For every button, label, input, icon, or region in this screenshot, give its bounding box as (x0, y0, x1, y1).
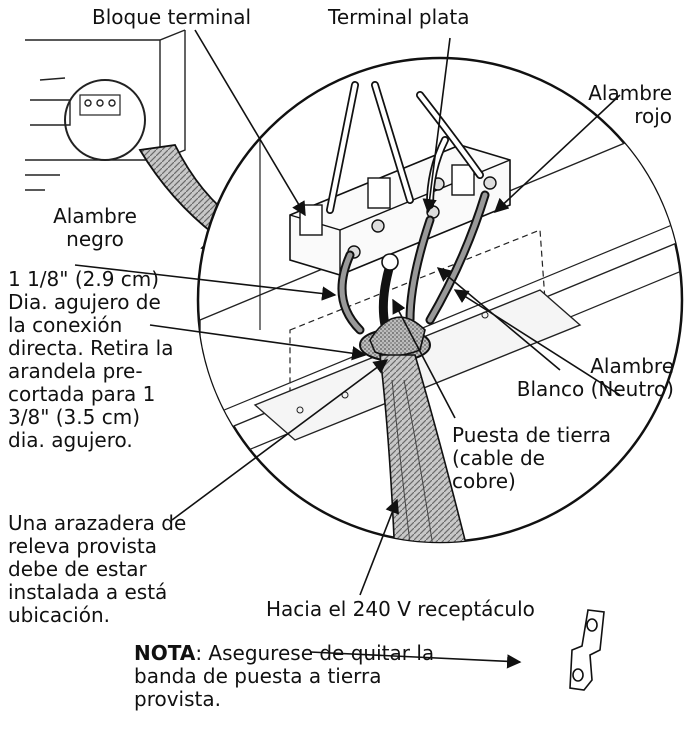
black-wire-label-line-2: negro (66, 227, 124, 251)
white-wire-label: Alambre Blanco (Neutro) (484, 355, 674, 401)
ground-wire-line-2: (cable de (452, 446, 545, 470)
knockout-hole-line-7: 3/8" (3.5 cm) (8, 405, 140, 429)
detail-circle (196, 56, 684, 544)
note-line-2: banda de puesta a tierra (134, 664, 382, 688)
knockout-hole-line-1: 1 1/8" (2.9 cm) (8, 267, 160, 291)
note-line-3: provista. (134, 687, 221, 711)
knockout-hole-line-8: dia. agujero. (8, 428, 133, 452)
knockout-hole-line-2: Dia. agujero de (8, 290, 161, 314)
silver-terminal-label: Terminal plata (328, 5, 470, 29)
knockout-hole-line-3: la conexión (8, 313, 123, 337)
red-wire-label: Alambre rojo (560, 82, 672, 128)
note-bold: NOTA (134, 641, 196, 665)
strain-relief-line-3: debe de estar (8, 557, 147, 581)
red-wire-label-line-2: rojo (634, 104, 672, 128)
note-line-1-text: : Asegurese de quitar la (195, 641, 435, 665)
note-line-1: NOTA: Asegurese de quitar la (134, 642, 434, 665)
leader-lines (74, 29, 621, 669)
knockout-hole-line-6: cortada para 1 (8, 382, 156, 406)
black-wire-label: Alambre negro (40, 205, 150, 251)
white-wire-label-line-2: Blanco (Neutro) (516, 377, 674, 401)
strain-relief-label: Una arazadera de releva provista debe de… (8, 512, 186, 627)
appliance-thumbnail (25, 29, 186, 191)
strain-relief-line-1: Una arazadera de (8, 511, 187, 535)
strain-relief-line-2: releva provista (8, 534, 158, 558)
knockout-hole-line-5: arandela pre- (8, 359, 143, 383)
strain-relief-line-4: instalada a está (8, 580, 168, 604)
knockout-hole-line-4: directa. Retira la (8, 336, 174, 360)
ground-wire-line-3: cobre) (452, 469, 516, 493)
receptacle-label: Hacia el 240 V receptáculo (266, 597, 535, 621)
ground-wire-label: Puesta de tierra (cable de cobre) (452, 424, 611, 493)
note-label: NOTA: Asegurese de quitar la banda de pu… (134, 642, 434, 711)
ground-strap-icon (569, 609, 605, 691)
white-wire-label-line-1: Alambre (590, 354, 674, 378)
red-wire-label-line-1: Alambre (588, 81, 672, 105)
knockout-hole-label: 1 1/8" (2.9 cm) Dia. agujero de la conex… (8, 268, 174, 452)
strain-relief-line-5: ubicación. (8, 603, 111, 627)
ground-wire-line-1: Puesta de tierra (452, 423, 611, 447)
black-wire-label-line-1: Alambre (53, 204, 137, 228)
terminal-block-label: Bloque terminal (92, 5, 252, 29)
